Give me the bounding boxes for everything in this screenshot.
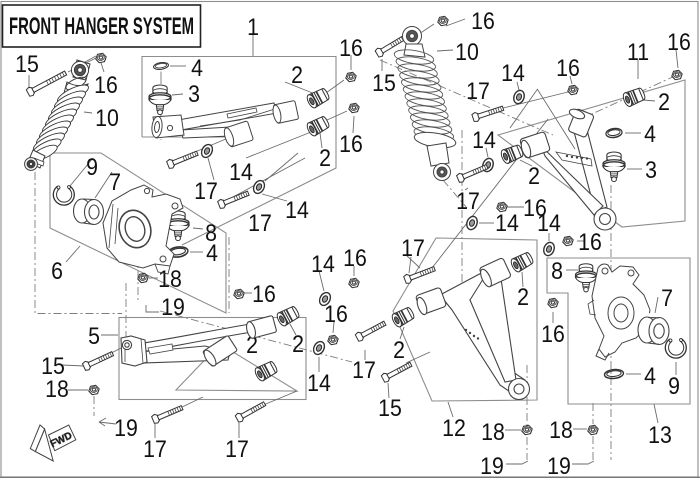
svg-text:7: 7 <box>661 283 673 311</box>
svg-text:17: 17 <box>401 233 425 261</box>
svg-text:6: 6 <box>51 256 63 284</box>
svg-text:4: 4 <box>191 53 203 81</box>
svg-text:7: 7 <box>109 167 121 195</box>
svg-text:16: 16 <box>556 53 580 81</box>
svg-text:16: 16 <box>94 70 118 98</box>
svg-text:18: 18 <box>549 415 573 443</box>
svg-text:5: 5 <box>88 321 100 349</box>
svg-text:16: 16 <box>578 227 602 255</box>
svg-text:16: 16 <box>541 319 565 347</box>
svg-text:14: 14 <box>285 195 309 223</box>
svg-text:2: 2 <box>517 282 529 310</box>
svg-text:16: 16 <box>324 299 348 327</box>
svg-text:FRONT HANGER SYSTEM: FRONT HANGER SYSTEM <box>9 13 194 40</box>
svg-text:14: 14 <box>537 208 561 236</box>
svg-text:4: 4 <box>644 361 656 389</box>
svg-text:18: 18 <box>45 374 69 402</box>
svg-text:19: 19 <box>161 292 185 320</box>
svg-text:12: 12 <box>442 413 466 441</box>
svg-text:15: 15 <box>378 393 402 421</box>
svg-text:2: 2 <box>291 60 303 88</box>
svg-text:15: 15 <box>372 68 396 96</box>
svg-text:14: 14 <box>311 249 335 277</box>
svg-text:4: 4 <box>206 238 218 266</box>
svg-text:8: 8 <box>551 256 563 284</box>
svg-text:9: 9 <box>86 152 98 180</box>
svg-text:10: 10 <box>455 37 479 65</box>
svg-text:16: 16 <box>339 129 363 157</box>
svg-text:2: 2 <box>246 330 258 358</box>
svg-text:16: 16 <box>523 193 547 221</box>
svg-text:14: 14 <box>472 125 496 153</box>
svg-text:17: 17 <box>194 176 218 204</box>
svg-text:2: 2 <box>319 143 331 171</box>
svg-text:14: 14 <box>501 58 525 86</box>
svg-text:2: 2 <box>658 87 670 115</box>
svg-text:16: 16 <box>252 279 276 307</box>
svg-text:4: 4 <box>644 119 656 147</box>
svg-text:2: 2 <box>393 335 405 363</box>
svg-text:17: 17 <box>225 434 249 462</box>
svg-text:19: 19 <box>547 451 571 479</box>
svg-text:15: 15 <box>15 49 39 77</box>
svg-text:17: 17 <box>456 186 480 214</box>
svg-text:2: 2 <box>292 329 304 357</box>
svg-text:13: 13 <box>648 420 672 448</box>
svg-text:17: 17 <box>143 434 167 462</box>
svg-text:11: 11 <box>627 37 649 65</box>
svg-text:17: 17 <box>248 208 272 236</box>
svg-text:17: 17 <box>466 76 490 104</box>
svg-text:3: 3 <box>645 155 657 183</box>
svg-text:16: 16 <box>339 33 363 61</box>
svg-text:2: 2 <box>528 161 540 189</box>
svg-text:19: 19 <box>114 413 138 441</box>
svg-text:15: 15 <box>41 351 65 379</box>
svg-text:16: 16 <box>471 6 495 34</box>
svg-text:18: 18 <box>481 417 505 445</box>
svg-text:18: 18 <box>158 264 182 292</box>
svg-text:16: 16 <box>343 243 367 271</box>
svg-text:16: 16 <box>667 27 691 55</box>
svg-text:17: 17 <box>352 355 376 383</box>
svg-text:1: 1 <box>247 12 259 40</box>
svg-text:8: 8 <box>205 218 217 246</box>
svg-text:14: 14 <box>495 208 519 236</box>
svg-text:14: 14 <box>229 157 253 185</box>
svg-text:19: 19 <box>480 451 504 479</box>
svg-text:14: 14 <box>307 368 331 396</box>
svg-text:3: 3 <box>188 79 200 107</box>
svg-text:9: 9 <box>668 371 680 399</box>
svg-text:10: 10 <box>95 103 119 131</box>
